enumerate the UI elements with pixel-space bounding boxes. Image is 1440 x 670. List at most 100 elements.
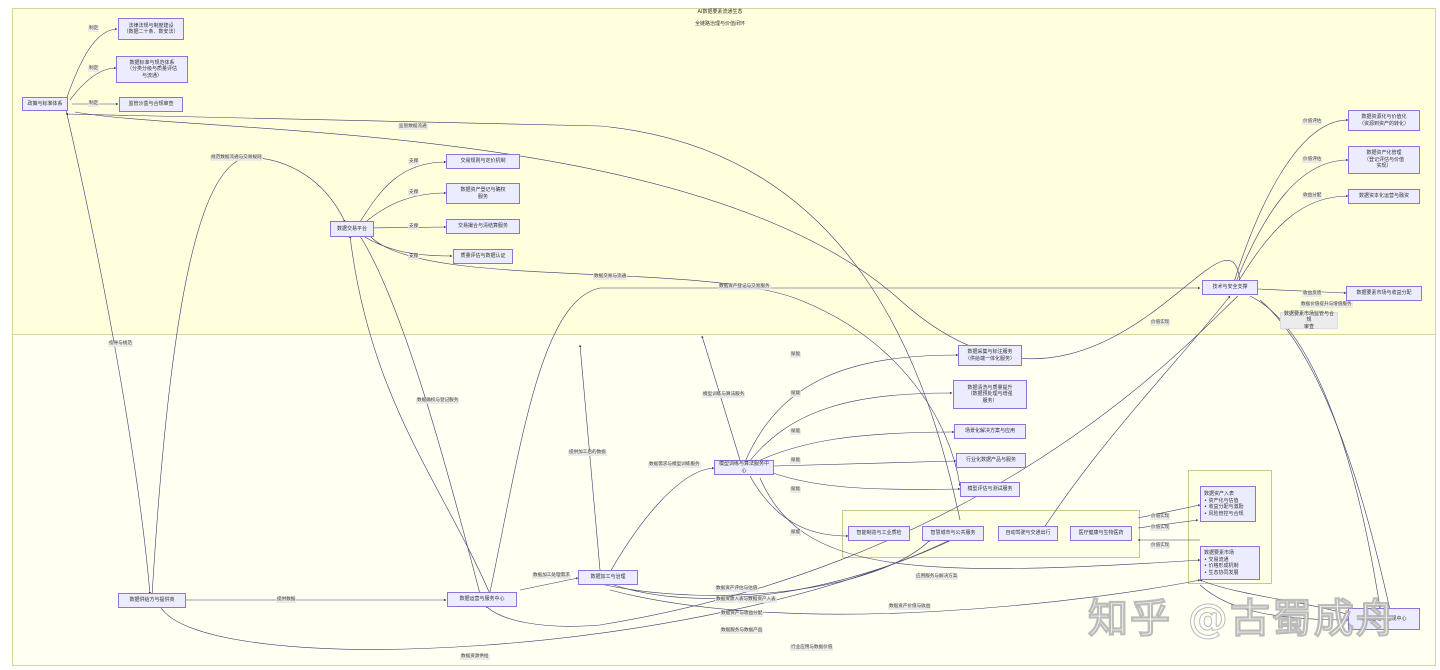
asset-node: 数据资产化管理 （登记评估与价值 实现） — [1348, 146, 1420, 174]
edge-label: 价值评估 — [1302, 119, 1323, 125]
trade-platform-node: 数据交易平台 — [330, 221, 374, 237]
edge-label: 规范数据流通与交易规则 — [210, 155, 263, 161]
edge-trade-t2 — [361, 191, 447, 226]
edge-label: 数据服务与数据产品 — [720, 628, 764, 634]
edge-label: 价值实现 — [1150, 543, 1171, 549]
edge-proc-up — [578, 344, 601, 571]
edge-proc-dev — [609, 466, 715, 573]
edge-label: 数据资产登记与交易服务 — [718, 284, 771, 290]
edge-dev-c4 — [773, 459, 957, 467]
edge-market-r3 — [1237, 194, 1349, 283]
edge-proc-app — [609, 579, 1201, 615]
edge-label: 赋能 — [790, 530, 802, 536]
edge-label: 数据资源供给 — [460, 654, 490, 660]
edge-dev-c3 — [751, 430, 955, 465]
edge-models-value2 — [1137, 519, 1199, 529]
edge-label: 赋能 — [790, 429, 802, 435]
edge-label: 支撑 — [408, 190, 420, 196]
edge-value-gov — [1199, 584, 1349, 622]
edge-label: 价值实现 — [1150, 320, 1171, 326]
processing-node: 数据加工与治理 — [578, 570, 638, 585]
edge-dev-value — [759, 477, 1201, 569]
edge-trade-c5 — [369, 235, 961, 487]
market-node: 技术与安全支撑 — [1202, 280, 1258, 295]
standard-node: 数据标准与规范体系 （分类分级与质量评估 与流通） — [116, 56, 188, 83]
edge-label: 数据资产价值与收益 — [888, 604, 932, 610]
watermark: 知乎 @古蜀成舟 — [1088, 596, 1398, 643]
industry-product-node: 行业化数据产品与服务 — [956, 453, 1026, 468]
trade-quality-node: 质量评估与数据认证 — [453, 249, 513, 264]
edge-policy-gov — [65, 109, 152, 595]
trade-rules-node: 交易规则与定价机制 — [446, 154, 520, 169]
edge-market-r2 — [1235, 158, 1349, 283]
title-line-2: 全链路治理与价值闭环 — [694, 21, 745, 27]
supplier-node: 数据供给方与提供商 — [118, 593, 186, 608]
edge-sup-gov — [159, 539, 951, 650]
solution-node: 场景化解决方案与应用 — [954, 424, 1026, 439]
edge-dev-up — [701, 335, 741, 461]
edge-label: 制定 — [88, 101, 100, 107]
edge-dev-c1 — [744, 353, 959, 463]
edge-label: 赋能 — [790, 391, 802, 397]
diagram-title: AI数据要素流通生态 全链路治理与价值闭环 — [640, 3, 800, 33]
edge-label: 赋能 — [790, 352, 802, 358]
compliance-note: 数据要素市场监管与合规 审查 — [1280, 311, 1338, 330]
edge-proc-tech2 — [599, 539, 931, 596]
edge-proc-tech — [599, 535, 961, 599]
edge-dev-models — [749, 475, 849, 538]
policy-node: 政策与标准体系 — [22, 97, 68, 111]
edge-label: 支撑 — [408, 224, 420, 230]
edge-label: 收益反馈 — [1302, 291, 1323, 297]
distribution-node: 数据要素市场与收益分配 — [1346, 286, 1422, 301]
app-medical-node: 医疗健康与生物医药 — [1070, 526, 1132, 541]
edge-trade-t3 — [363, 225, 447, 229]
edge-label: 数据资产与收益分配 — [720, 611, 764, 617]
trade-registry-node: 数据资产登记与确权 服务 — [446, 183, 520, 204]
title-line-1: AI数据要素流通生态 — [697, 9, 743, 15]
capital-node: 数据资本化运营与融资 — [1348, 189, 1420, 204]
edge-label: 制定 — [88, 26, 100, 32]
regulation-node: 监管沙盒与合规审查 — [119, 97, 183, 112]
edge-label: 数据加工处理需求 — [532, 573, 571, 579]
edge-label: 支撑 — [408, 159, 420, 165]
operation-center-node: 数据运营与服务中心 — [447, 592, 517, 607]
edge-label: 数据资产评估与估值 — [715, 586, 759, 592]
app-driving-node: 自动驾驶与交通出行 — [998, 526, 1058, 541]
edge-mid-trade — [349, 235, 491, 595]
edge-return-policy — [65, 112, 961, 521]
edge-label: 模型训练与算法服务 — [702, 392, 746, 398]
edge-label: 数据确权与登记服务 — [416, 398, 460, 404]
model-eval-node: 模型评估与测试服务 — [960, 482, 1020, 497]
edge-label: 数据资源入表与数据资产入表 — [715, 597, 777, 603]
edge-trade-t1 — [359, 160, 447, 223]
edge-label: 价值评估 — [1302, 157, 1323, 163]
top-cluster — [12, 8, 1436, 336]
edge-mid-market — [489, 286, 1201, 593]
edge-label: 收益分配 — [1302, 193, 1323, 199]
governance-node: 数据治理与合规中心 — [1348, 608, 1420, 630]
edge-label: 监管数据流通 — [398, 124, 428, 130]
edge-market-mid — [485, 295, 1239, 627]
edge-gov-value — [1199, 579, 1351, 616]
edge-policy-std — [69, 66, 117, 101]
asset-entry-node: 数据资产入表 • 资产化与估值 • 收益分配与激励 • 风险管控与合规 — [1200, 486, 1256, 522]
edge-market-r1 — [1233, 118, 1349, 283]
cleaning-node: 数据清洗与质量提升 （数据预处理与增强 服务） — [953, 380, 1027, 409]
resource-node: 数据资源化与价值化 （资源到资产的转化） — [1348, 110, 1420, 131]
edge-label: 赋能 — [790, 458, 802, 464]
trade-settlement-node: 交易撮合与清结算服务 — [446, 219, 520, 234]
edge-label: 价值实现 — [1150, 514, 1171, 520]
edge-policy-market — [74, 111, 1241, 359]
edge-label: 数据交易与流通 — [593, 274, 628, 280]
edge-label: 应用服务与解决方案 — [915, 574, 959, 580]
factor-market-node: 数据要素市场 • 交易流通 • 价格形成机制 • 生态协同发展 — [1200, 546, 1260, 580]
edge-label: 行业应用与数据价值 — [790, 645, 834, 651]
app-city-node: 智慧城市与公共服务 — [922, 526, 984, 541]
edge-label: 数据需求与模型训练服务 — [648, 462, 701, 468]
edge-label: 指导与规范 — [108, 341, 133, 347]
app-manufacturing-node: 智能制造与工业质检 — [848, 526, 910, 541]
edge-label: 制定 — [88, 66, 100, 72]
edge-market-gov2 — [1259, 299, 1391, 611]
